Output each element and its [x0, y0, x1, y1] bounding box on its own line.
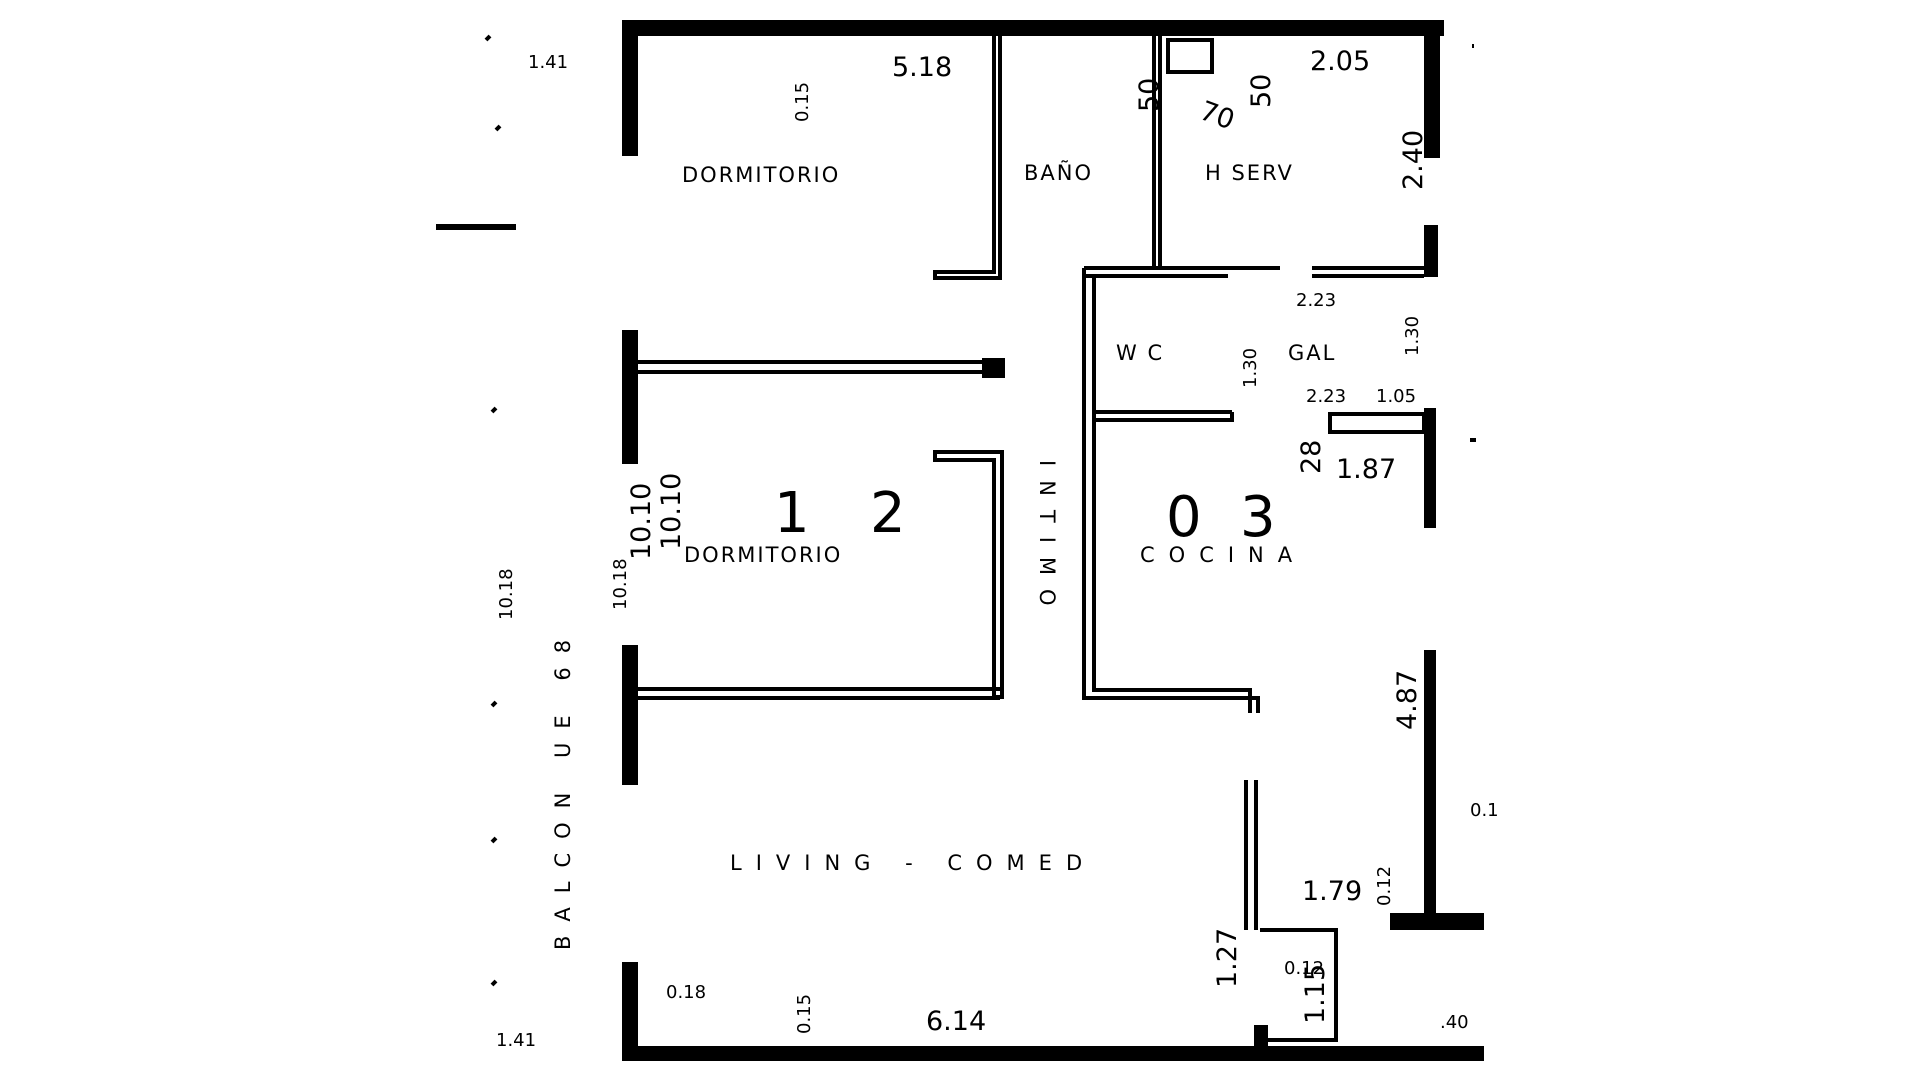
wall-cocina-top	[1100, 412, 1234, 422]
dim-115: 1.15	[1300, 964, 1331, 1024]
dim-141-bottom: 1.41	[496, 1030, 536, 1051]
room-label-gal: GAL	[1288, 341, 1336, 365]
room-label-intimo: INTIMO	[1035, 460, 1059, 620]
unit-number-2: 2	[870, 481, 906, 546]
dim-015-top: 0.15	[792, 82, 813, 122]
dim-01-right: 0.1	[1470, 800, 1499, 821]
wall-bano-serv	[1152, 36, 1162, 270]
dim-012-b: 0.12	[1284, 958, 1324, 979]
dim-1018-a: 10.18	[496, 568, 517, 620]
wall-gal-upper	[1312, 266, 1424, 278]
dim-1010: 10.10	[656, 473, 687, 550]
unit-number-3: 3	[1240, 485, 1276, 550]
dim-015-bottom: 0.15	[794, 994, 815, 1034]
wall-right-cocina	[1424, 408, 1436, 528]
room-label-balcon: BALCON UE 68	[551, 626, 575, 950]
dim-40: .40	[1440, 1012, 1469, 1033]
wall-right-gal	[1424, 225, 1438, 277]
dim-179: 1.79	[1302, 876, 1362, 907]
wall-bottom	[622, 1046, 1484, 1061]
wall-right-top	[1424, 24, 1440, 158]
wall-living-partition	[1244, 780, 1258, 930]
room-label-living: LIVING - COMED	[730, 851, 1096, 875]
wall-wc-upper	[1084, 266, 1280, 278]
wall-balcony-ledge	[1390, 913, 1484, 930]
dim-518: 5.18	[892, 52, 952, 83]
wall-serv-cabinet	[1166, 38, 1214, 74]
unit-number-1: 1	[774, 481, 810, 546]
dim-487: 4.87	[1392, 670, 1423, 730]
wall-left-mid	[622, 330, 638, 464]
exterior-walls	[622, 20, 1484, 1061]
dim-223-a: 2.23	[1296, 290, 1336, 311]
wall-intimo-right	[1082, 268, 1260, 713]
wall-balcony-door	[1260, 928, 1338, 1042]
wall-dorm-divider	[638, 360, 1000, 374]
wall-right-living	[1424, 650, 1436, 920]
dim-240: 2.40	[1398, 130, 1429, 190]
dim-614: 6.14	[926, 1006, 986, 1037]
wall-dorm1-bano	[933, 36, 1002, 280]
wall-bottom-right	[1254, 1025, 1268, 1061]
dim-28: 28	[1296, 440, 1327, 474]
wall-dorm2-right	[933, 450, 1004, 699]
dim-50-b: 50	[1246, 74, 1277, 108]
tick-marks-icon	[484, 34, 1476, 987]
dim-223-b: 2.23	[1306, 386, 1346, 407]
wall-left-bottom	[622, 962, 638, 1060]
dim-018: 0.18	[666, 982, 706, 1003]
entry-arrow-icon	[436, 224, 516, 230]
dim-1010-b: 10.10	[626, 483, 657, 560]
wall-left-top	[622, 24, 638, 156]
room-label-cocina: COCINA	[1140, 543, 1306, 567]
dim-130-a: 1.30	[1240, 348, 1261, 388]
dim-1018-b: 10.18	[610, 558, 631, 610]
room-label-bano: BAÑO	[1024, 159, 1093, 185]
dim-141-top: 1.41	[528, 52, 568, 73]
room-label-h-serv: H SERV	[1205, 161, 1294, 185]
room-label-dormitorio-1: DORMITORIO	[682, 163, 840, 187]
markers	[436, 34, 1476, 987]
dim-70: 70	[1196, 95, 1239, 136]
dim-012-a: 0.12	[1374, 866, 1395, 906]
wall-living-top	[638, 687, 1000, 700]
wall-left-lower	[622, 645, 638, 785]
dim-105: 1.05	[1376, 386, 1416, 407]
dim-205: 2.05	[1310, 46, 1370, 77]
wall-gal-shelf	[1328, 412, 1426, 434]
dim-127: 1.27	[1212, 928, 1243, 988]
dim-130-b: 1.30	[1402, 316, 1423, 356]
dim-50-a: 50	[1134, 78, 1165, 112]
room-label-wc: W C	[1116, 341, 1164, 365]
room-label-dormitorio-2: DORMITORIO	[684, 543, 842, 567]
interior-walls	[638, 36, 1426, 1042]
wall-top	[622, 20, 1444, 36]
unit-number-0: 0	[1166, 485, 1202, 550]
dim-187: 1.87	[1336, 454, 1396, 485]
